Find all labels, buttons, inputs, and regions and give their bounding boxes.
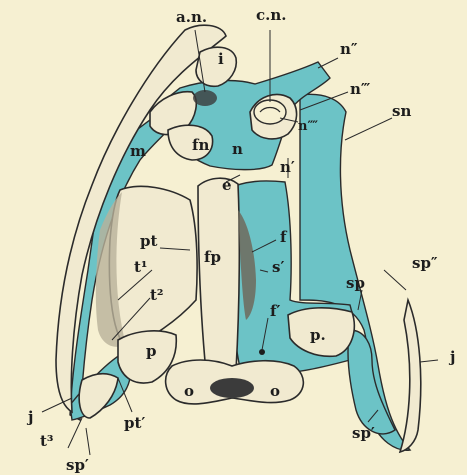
- label-fn: fn: [192, 136, 209, 154]
- label-i: i: [218, 50, 224, 68]
- label-e: e: [222, 176, 232, 194]
- label-sp: sp: [346, 274, 365, 292]
- label-o-right: o: [270, 382, 280, 400]
- label-j-right: j: [448, 348, 455, 366]
- label-n2: n″: [340, 40, 358, 58]
- label-o-left: o: [184, 382, 194, 400]
- label-n3: n‴: [350, 80, 371, 98]
- label-s1: s′: [272, 258, 284, 276]
- jaw-right-bone: [400, 300, 421, 452]
- label-n1: n′: [280, 158, 295, 176]
- label-t1: t¹: [134, 258, 148, 276]
- pterygoid-bone: [109, 186, 197, 348]
- foramen-magnum: [210, 378, 254, 398]
- label-sp1-right: sp′: [352, 424, 375, 442]
- label-pt: pt: [140, 232, 157, 250]
- anterior-naris: [193, 90, 217, 106]
- label-an: a.n.: [176, 8, 207, 26]
- label-t2: t²: [150, 286, 164, 304]
- label-sp1-bottom: sp′: [66, 456, 89, 474]
- frontoparietal-bone: [198, 178, 239, 375]
- label-n: n: [232, 140, 243, 158]
- label-fp: fp: [204, 248, 221, 266]
- quadratojugal-bone: [79, 374, 118, 418]
- label-j-left: j: [26, 408, 33, 426]
- label-pdot: p.: [310, 326, 326, 344]
- label-f1: f′: [270, 302, 280, 320]
- label-n4: n⁗: [298, 119, 318, 134]
- label-t3: t³: [40, 432, 54, 450]
- label-m: m: [130, 142, 146, 160]
- label-sp2: sp″: [412, 254, 438, 272]
- label-p: p: [146, 342, 157, 360]
- external-nostril: [254, 100, 286, 124]
- label-cn: c.n.: [256, 6, 286, 24]
- label-sn: sn: [392, 102, 411, 120]
- label-pt1: pt′: [124, 414, 145, 432]
